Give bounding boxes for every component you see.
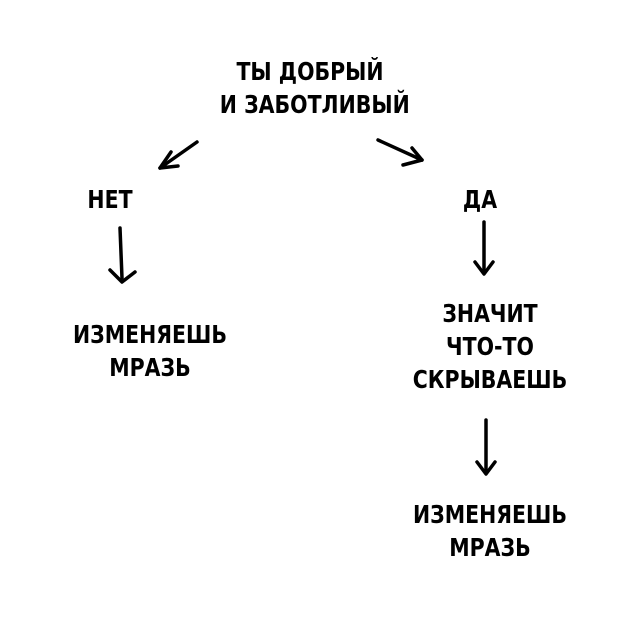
- right-middle-line-3: СКРЫВАЕШЬ: [412, 365, 568, 394]
- left-result-line-2: МРАЗЬ: [109, 353, 191, 382]
- root-line-2: И ЗАБОТЛИВЫЙ: [219, 90, 410, 119]
- arrow-down-right-1-icon: [473, 220, 495, 276]
- right-branch-label: ДА: [439, 183, 521, 216]
- arrow-left-diagonal-icon: [158, 140, 199, 170]
- left-branch-label: НЕТ: [69, 183, 151, 216]
- right-result-line-2: МРАЗЬ: [449, 533, 531, 562]
- arrow-down-left-icon: [108, 226, 137, 284]
- right-middle-line-2: ЧТО-ТО: [446, 332, 534, 361]
- left-result-line-1: ИЗМЕНЯЕШЬ: [72, 320, 228, 349]
- right-result-line-1: ИЗМЕНЯЕШЬ: [412, 500, 568, 529]
- arrow-down-right-2-icon: [475, 418, 497, 476]
- root-line-1: ТЫ ДОБРЫЙ: [236, 57, 384, 86]
- arrow-right-diagonal-icon: [376, 138, 424, 167]
- right-middle-line-1: ЗНАЧИТ: [442, 299, 538, 328]
- no-label: НЕТ: [87, 185, 133, 214]
- yes-label: ДА: [462, 185, 498, 214]
- root-question: ТЫ ДОБРЫЙ И ЗАБОТЛИВЫЙ: [219, 55, 410, 121]
- right-result: ИЗМЕНЯЕШЬ МРАЗЬ: [408, 498, 572, 564]
- left-result: ИЗМЕНЯЕШЬ МРАЗЬ: [68, 318, 232, 384]
- right-middle: ЗНАЧИТ ЧТО-ТО СКРЫВАЕШЬ: [408, 297, 572, 396]
